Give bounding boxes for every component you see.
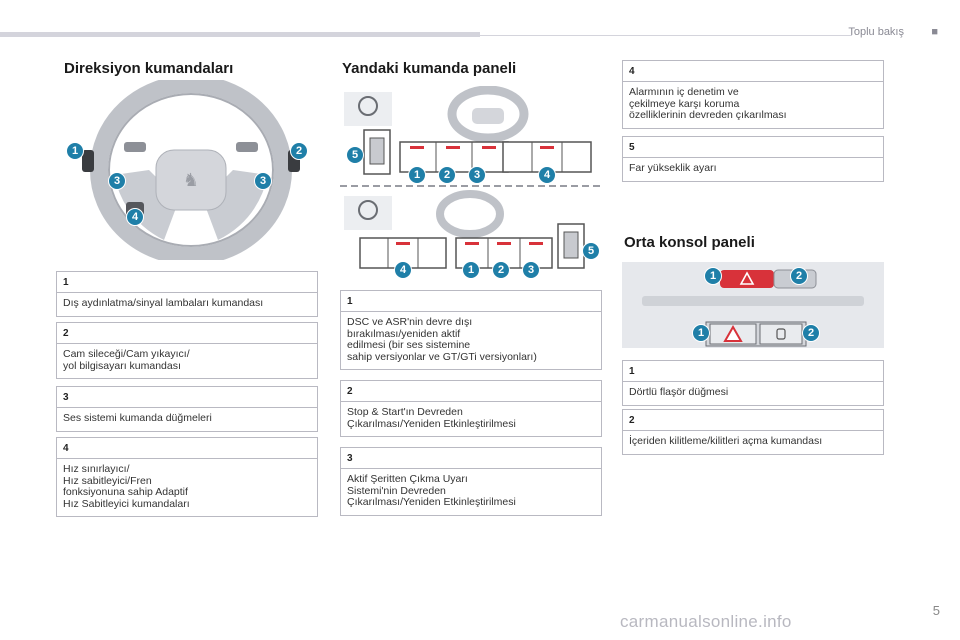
side-badge-bottom-1: 1: [462, 261, 480, 279]
item-number: 1: [341, 291, 601, 312]
item-number: 2: [623, 410, 883, 431]
side-badge-top-4: 4: [538, 166, 556, 184]
item-number: 3: [57, 387, 317, 408]
steering-badge-4: 4: [126, 208, 144, 226]
side-panel-title: Yandaki kumanda paneli: [342, 60, 517, 77]
item-text: Stop & Start'ın Devreden Çıkarılması/Yen…: [347, 406, 516, 430]
item-number: 4: [57, 438, 317, 459]
console-item-1: 1 Dörtlü flaşör düğmesi: [622, 360, 884, 406]
item-number: 4: [623, 61, 883, 82]
item-text: Cam sileceği/Cam yıkayıcı/ yol bilgisaya…: [63, 348, 190, 372]
side-badge-top-1: 1: [408, 166, 426, 184]
steering-badge-2: 2: [290, 142, 308, 160]
side-item-2: 2 Stop & Start'ın Devreden Çıkarılması/Y…: [340, 380, 602, 437]
item-text: DSC ve ASR'nin devre dışı bırakılması/ye…: [347, 316, 537, 363]
console-badge-bottom-2: 2: [802, 324, 820, 342]
item-number: 2: [341, 381, 601, 402]
steering-wheel-icon: ♞: [82, 75, 300, 265]
steering-badge-1: 1: [66, 142, 84, 160]
item-number: 1: [623, 361, 883, 382]
item-text: Hız sınırlayıcı/ Hız sabitleyici/Fren fo…: [63, 463, 190, 510]
item-text: Far yükseklik ayarı: [629, 162, 717, 174]
item-number: 2: [57, 323, 317, 344]
item-number: 1: [57, 272, 317, 293]
header-bar: [0, 32, 480, 37]
section-label: Toplu bakış: [848, 26, 904, 38]
side-badge-bottom-3: 3: [522, 261, 540, 279]
side-item-3: 3 Aktif Şeritten Çıkma Uyarı Sistemi'nin…: [340, 447, 602, 516]
steering-item-2: 2 Cam sileceği/Cam yıkayıcı/ yol bilgisa…: [56, 322, 318, 379]
watermark: carmanualsonline.info: [620, 612, 792, 631]
console-badge-top-2: 2: [790, 267, 808, 285]
steering-badge-3-left: 3: [108, 172, 126, 190]
item-text: Ses sistemi kumanda düğmeleri: [63, 412, 212, 424]
right-item-5: 5 Far yükseklik ayarı: [622, 136, 884, 182]
side-panel-figure: 5 1 2 3 4 4 1 2 3 5: [340, 85, 602, 279]
side-badge-bottom-5: 5: [582, 242, 600, 260]
side-badge-bottom-2: 2: [492, 261, 510, 279]
steering-badge-3-right: 3: [254, 172, 272, 190]
steering-title: Direksiyon kumandaları: [64, 60, 234, 77]
right-item-4: 4 Alarmının iç denetim ve çekilmeye karş…: [622, 60, 884, 129]
steering-item-3: 3 Ses sistemi kumanda düğmeleri: [56, 386, 318, 432]
header-rule: [480, 35, 852, 36]
item-number: 5: [623, 137, 883, 158]
section-mark: ■: [931, 26, 938, 38]
steering-item-1: 1 Dış aydınlatma/sinyal lambaları kumand…: [56, 271, 318, 317]
console-badge-bottom-1: 1: [692, 324, 710, 342]
svg-text:♞: ♞: [183, 170, 199, 191]
item-text: Aktif Şeritten Çıkma Uyarı Sistemi'nin D…: [347, 473, 516, 508]
side-item-1: 1 DSC ve ASR'nin devre dışı bırakılması/…: [340, 290, 602, 370]
page-number: 5: [932, 603, 940, 618]
center-console-title: Orta konsol paneli: [624, 234, 755, 251]
side-badge-top-5: 5: [346, 146, 364, 164]
console-badge-top-1: 1: [704, 267, 722, 285]
item-text: Dış aydınlatma/sinyal lambaları kumandas…: [63, 297, 264, 309]
steering-wheel-figure: ♞ 1 2 3 3 4: [64, 75, 318, 265]
side-badge-top-2: 2: [438, 166, 456, 184]
side-badge-bottom-4: 4: [394, 261, 412, 279]
item-text: Dörtlü flaşör düğmesi: [629, 386, 729, 398]
item-number: 3: [341, 448, 601, 469]
console-item-2: 2 İçeriden kilitleme/kilitleri açma kuma…: [622, 409, 884, 455]
item-text: Alarmının iç denetim ve çekilmeye karşı …: [629, 86, 787, 121]
side-badge-top-3: 3: [468, 166, 486, 184]
center-console-figure: 1 2 1 2: [622, 262, 884, 348]
steering-item-4: 4 Hız sınırlayıcı/ Hız sabitleyici/Fren …: [56, 437, 318, 517]
item-text: İçeriden kilitleme/kilitleri açma kumand…: [629, 435, 823, 447]
